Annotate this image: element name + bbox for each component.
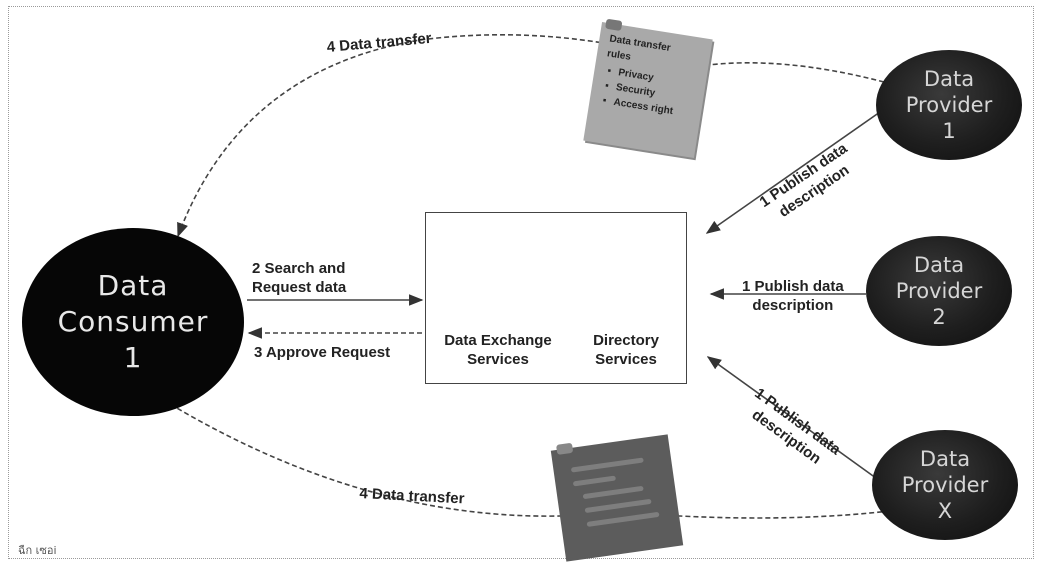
caption-text: ฉืก เซอi	[18, 544, 57, 557]
directory-line1: Directory	[593, 332, 659, 349]
consumer-line3: 1	[123, 341, 143, 374]
pin-icon	[605, 18, 623, 32]
publish-1-arrow	[705, 111, 881, 234]
data-transfer-bottom-arrow	[158, 397, 899, 519]
transfer-rules-note: Data transfer rules Privacy Security Acc…	[583, 18, 713, 159]
services-box: Data Exchange Services Directory Service…	[425, 212, 687, 384]
data-provider-1-node: Data Provider 1	[876, 50, 1022, 160]
exchange-line1: Data Exchange	[444, 332, 552, 349]
provider-1-line1: Data	[923, 67, 975, 91]
publish-x-arrow	[706, 356, 888, 487]
directory-label: Directory Services	[576, 331, 676, 369]
publish-2-line1: 1 Publish data	[742, 278, 844, 295]
diagram-frame	[8, 6, 1034, 559]
approve-label: 3 Approve Request	[254, 344, 391, 361]
publish-2-line2: description	[752, 297, 834, 314]
provider-x-line3: X	[937, 499, 953, 523]
search-line2: Request data	[252, 279, 347, 296]
data-transfer-top-arrow	[177, 33, 885, 238]
data-provider-2-node: Data Provider 2	[866, 236, 1012, 346]
transfer-rules-note-dark	[550, 434, 684, 562]
provider-1-line3: 1	[942, 119, 956, 143]
search-line1: 2 Search and	[252, 260, 346, 277]
consumer-line1: Data	[97, 269, 169, 302]
data-exchange-label: Data Exchange Services	[432, 331, 564, 369]
provider-1-line2: Provider	[905, 93, 993, 117]
illegible-note-text	[571, 457, 660, 527]
data-consumer-node: Data Consumer 1	[22, 228, 244, 416]
provider-x-line2: Provider	[901, 473, 989, 497]
provider-2-line2: Provider	[895, 279, 983, 303]
provider-2-line1: Data	[913, 253, 965, 277]
directory-line2: Services	[595, 351, 657, 368]
exchange-line2: Services	[467, 351, 529, 368]
provider-x-line1: Data	[919, 447, 971, 471]
provider-2-line3: 2	[932, 305, 946, 329]
consumer-line2: Consumer	[57, 305, 209, 338]
search-label: 2 Search and Request data	[252, 259, 346, 297]
data-provider-x-node: Data Provider X	[872, 430, 1018, 540]
publish-2-label: 1 Publish data description	[742, 277, 844, 315]
pin-icon	[556, 442, 574, 455]
